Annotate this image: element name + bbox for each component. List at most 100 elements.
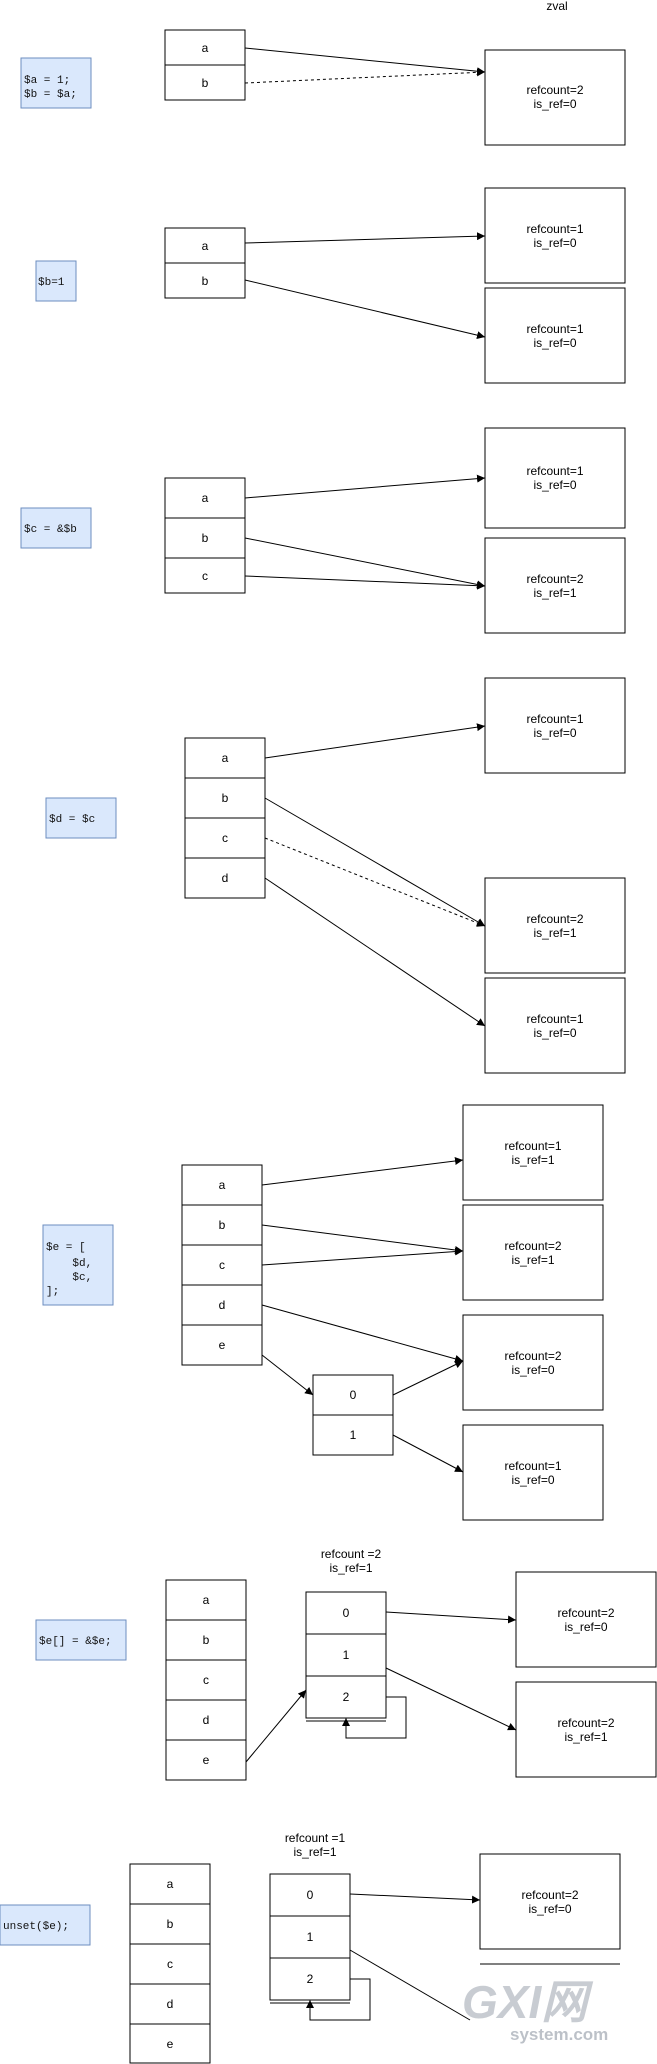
array-isref-label: is_ref=1 xyxy=(293,1845,336,1859)
array-index: 0 xyxy=(307,1888,314,1902)
var-label: a xyxy=(202,41,209,55)
array-cell xyxy=(312,1414,394,1456)
array-cell xyxy=(305,1633,387,1677)
code-note xyxy=(35,1619,127,1661)
zval-refcount: refcount=2 xyxy=(557,1606,614,1620)
panel-1: $a = 1; $b = $a; a b refcount=2 is_ref=0 xyxy=(20,29,626,146)
zval-refcount: refcount=2 xyxy=(557,1716,614,1730)
zval-refcount: refcount=2 xyxy=(504,1239,561,1253)
zval-box xyxy=(484,287,626,384)
zval-isref: is_ref=0 xyxy=(533,1026,576,1040)
array-index: 1 xyxy=(343,1648,350,1662)
var-label: d xyxy=(167,1997,174,2011)
zval-isref: is_ref=0 xyxy=(511,1473,554,1487)
var-label: a xyxy=(222,751,229,765)
var-cell xyxy=(129,2023,211,2064)
zval-refcount: refcount=1 xyxy=(504,1139,561,1153)
code-note xyxy=(20,507,92,549)
zval-isref: is_ref=1 xyxy=(564,1730,607,1744)
zval-refcount: refcount=1 xyxy=(526,464,583,478)
var-label: e xyxy=(167,2037,174,2051)
var-label: a xyxy=(202,239,209,253)
pointer-arrow-dashed xyxy=(244,68,486,84)
var-label: e xyxy=(219,1338,226,1352)
zval-box xyxy=(484,877,626,974)
pointer-arrow xyxy=(244,232,486,244)
code-line: $b = $a; xyxy=(24,89,77,101)
array-index: 1 xyxy=(307,1930,314,1944)
panel-3: $c = &$b a b c refcount=1 is_ref=0 refco… xyxy=(20,427,626,634)
var-cell xyxy=(165,1659,247,1701)
var-label: d xyxy=(203,1713,210,1727)
var-cell xyxy=(129,1863,211,1905)
var-label: b xyxy=(222,791,229,805)
panel-6: $e[] = &$e; a b c d e refcount =2 is_ref… xyxy=(35,1547,657,1781)
var-cell xyxy=(164,557,246,594)
var-label: c xyxy=(202,569,208,583)
var-cell xyxy=(165,1739,247,1781)
var-cell xyxy=(165,1579,247,1621)
zval-box xyxy=(515,1681,657,1778)
code-line: $d, xyxy=(46,1258,92,1270)
pointer-arrow xyxy=(245,1689,307,1763)
zval-isref: is_ref=0 xyxy=(528,1902,571,1916)
var-label: d xyxy=(222,871,229,885)
zval-refcount: refcount=2 xyxy=(526,912,583,926)
code-line: $d = $c xyxy=(49,814,95,826)
zval-box xyxy=(484,187,626,284)
var-label: b xyxy=(167,1917,174,1931)
zval-isref: is_ref=0 xyxy=(533,478,576,492)
code-line: $a = 1; xyxy=(24,75,70,87)
zval-isref: is_ref=0 xyxy=(533,726,576,740)
pointer-arrow xyxy=(385,1611,517,1624)
pointer-arrow xyxy=(244,474,486,499)
code-line: $c, xyxy=(46,1272,92,1284)
var-label: c xyxy=(219,1258,225,1272)
var-cell xyxy=(184,777,266,819)
zval-refcount: refcount=1 xyxy=(526,712,583,726)
var-cell xyxy=(181,1164,263,1206)
array-isref-label: is_ref=1 xyxy=(329,1561,372,1575)
zval-refcount: refcount=2 xyxy=(526,572,583,586)
var-cell xyxy=(164,64,246,101)
array-index: 2 xyxy=(343,1690,350,1704)
var-cell xyxy=(184,737,266,779)
var-label: b xyxy=(202,76,209,90)
array-refcount-label: refcount =2 xyxy=(321,1547,382,1561)
zval-box xyxy=(484,977,626,1074)
zval-box xyxy=(484,49,626,146)
array-index: 0 xyxy=(350,1388,357,1402)
array-index: 1 xyxy=(350,1428,357,1442)
zval-box xyxy=(462,1314,604,1411)
zval-box xyxy=(484,537,626,634)
zval-box xyxy=(479,1853,621,1950)
code-line: $c = &$b xyxy=(24,524,77,536)
zval-header: zval xyxy=(546,0,567,13)
self-reference-loop xyxy=(306,1978,371,2021)
var-cell xyxy=(164,227,246,264)
code-line: ]; xyxy=(46,1286,59,1298)
var-cell xyxy=(181,1244,263,1286)
var-cell xyxy=(164,29,246,66)
var-label: a xyxy=(219,1178,226,1192)
zval-refcount: refcount=1 xyxy=(526,1012,583,1026)
var-label: a xyxy=(202,491,209,505)
pointer-arrow xyxy=(264,877,486,1027)
array-refcount-label: refcount =1 xyxy=(285,1831,346,1845)
array-index: 2 xyxy=(307,1972,314,1986)
zval-refcount: refcount=1 xyxy=(504,1459,561,1473)
array-cell xyxy=(269,1873,351,1917)
code-line: $b=1 xyxy=(38,277,65,289)
pointer-arrow xyxy=(264,797,486,927)
zval-refcount: refcount=1 xyxy=(526,222,583,236)
var-label: b xyxy=(203,1633,210,1647)
code-line: unset($e); xyxy=(3,1921,69,1933)
var-cell xyxy=(184,857,266,899)
watermark-logo: GXI网 xyxy=(462,1976,593,2028)
zval-isref: is_ref=0 xyxy=(533,336,576,350)
pointer-arrow xyxy=(261,1304,464,1363)
zval-refcount: refcount=2 xyxy=(521,1888,578,1902)
pointer-arrow xyxy=(392,1434,464,1473)
code-note xyxy=(45,797,117,839)
